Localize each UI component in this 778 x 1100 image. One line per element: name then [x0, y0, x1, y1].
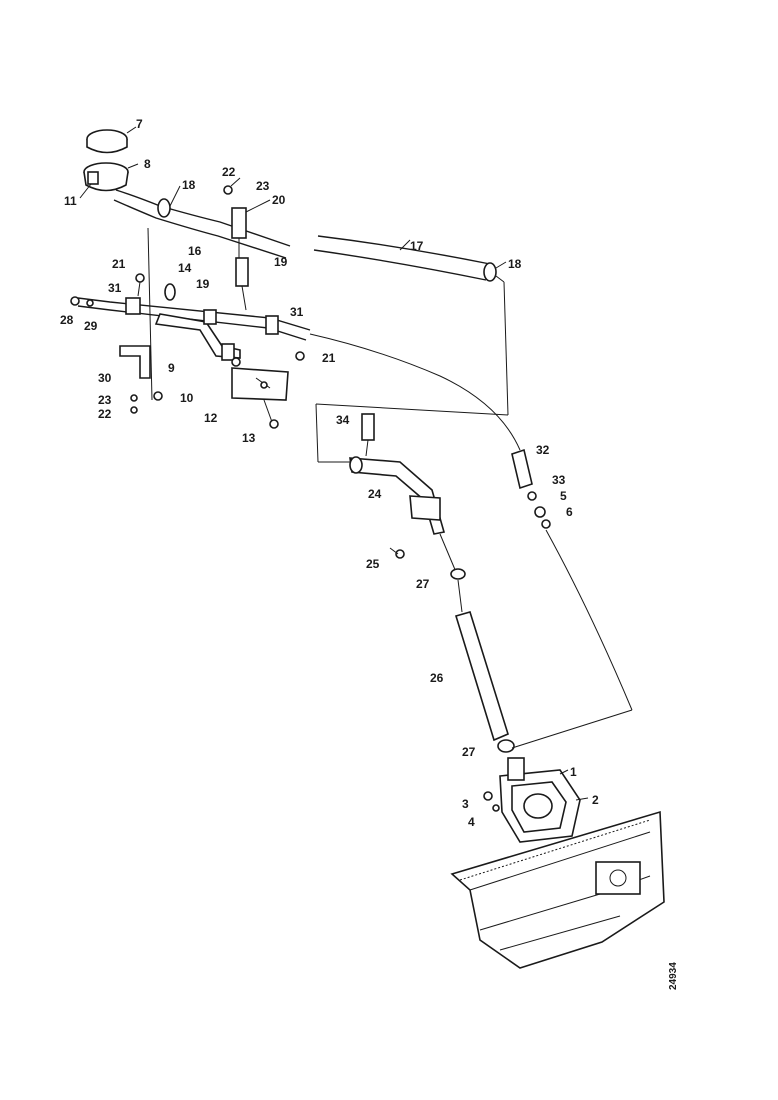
label-21-left: 21: [112, 257, 126, 271]
label-10: 10: [180, 391, 194, 405]
label-27-lower: 27: [462, 745, 476, 759]
oil-separator-housing: [483, 757, 589, 843]
label-1: 1: [570, 765, 577, 779]
label-17: 17: [410, 239, 424, 253]
hose-26: [450, 568, 515, 753]
label-27-upper: 27: [416, 577, 430, 591]
label-33: 33: [552, 473, 566, 487]
hose-17: [313, 235, 509, 416]
label-28: 28: [60, 313, 74, 327]
label-7: 7: [136, 117, 143, 131]
label-21-right: 21: [322, 351, 336, 365]
label-14: 14: [178, 261, 192, 275]
breather-pipe-24: [315, 403, 457, 573]
label-20: 20: [272, 193, 286, 207]
label-11: 11: [64, 194, 77, 208]
label-32: 32: [536, 443, 550, 457]
label-5: 5: [560, 489, 567, 503]
label-18-right: 18: [508, 257, 522, 271]
label-31-right: 31: [290, 305, 304, 319]
label-25: 25: [366, 557, 380, 571]
mid-pipe-assembly: [70, 257, 521, 451]
upper-breather-hose: [113, 177, 291, 262]
label-22-lower: 22: [98, 407, 112, 421]
label-22-upper: 22: [222, 165, 236, 179]
label-24: 24: [368, 487, 382, 501]
hose-32-assembly: [511, 448, 633, 749]
filler-cap-assembly: [79, 126, 139, 199]
drawing-code: 24934: [668, 962, 679, 990]
oil-pan: [450, 810, 665, 969]
label-12: 12: [204, 411, 218, 425]
label-19-lower: 19: [196, 277, 210, 291]
label-18-upper: 18: [182, 178, 196, 192]
label-9: 9: [168, 361, 175, 375]
label-4: 4: [468, 815, 475, 829]
label-29: 29: [84, 319, 98, 333]
label-23-upper: 23: [256, 179, 270, 193]
label-13: 13: [242, 431, 256, 445]
label-26: 26: [430, 671, 444, 685]
label-6: 6: [566, 505, 573, 519]
label-2: 2: [592, 793, 599, 807]
label-34: 34: [336, 413, 350, 427]
label-31-left: 31: [108, 281, 122, 295]
label-8: 8: [144, 157, 151, 171]
label-16: 16: [188, 244, 202, 258]
part-labels: 7 8 11 18 22 23 20 17 18 16 19 21 14 31 …: [60, 117, 599, 829]
label-19-upper: 19: [274, 255, 288, 269]
label-23-lower: 23: [98, 393, 112, 407]
label-3: 3: [462, 797, 469, 811]
label-30: 30: [98, 371, 112, 385]
